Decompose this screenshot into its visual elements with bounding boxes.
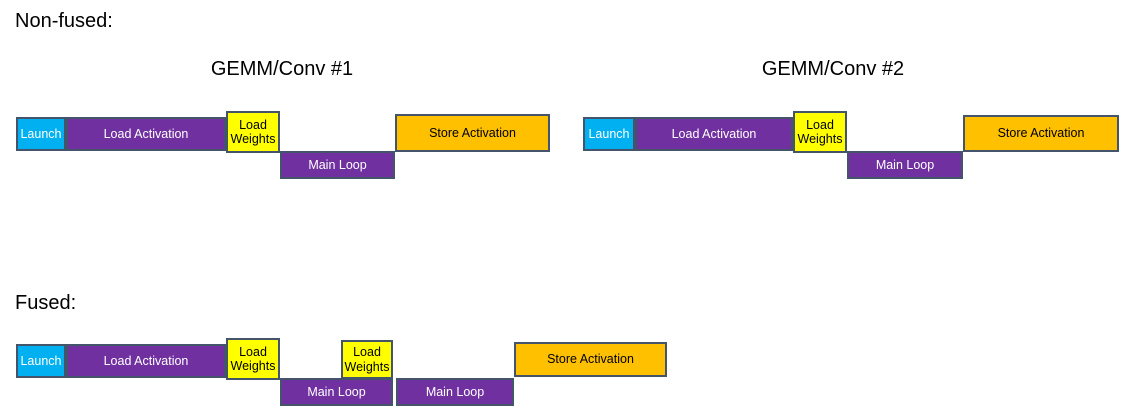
load-activation-block-2: Load Activation: [635, 117, 793, 151]
main-loop-block-1: Main Loop: [280, 151, 395, 179]
group-header-gemm-conv-2: GEMM/Conv #2: [761, 58, 905, 80]
fused-load-weights-block-2: Load Weights: [341, 340, 393, 379]
main-loop-block-2: Main Loop: [847, 151, 963, 179]
load-activation-block-1: Load Activation: [66, 117, 226, 151]
store-activation-block-1: Store Activation: [395, 114, 550, 152]
load-weights-block-2: Load Weights: [793, 111, 847, 153]
group-header-gemm-conv-1: GEMM/Conv #1: [210, 58, 354, 80]
store-activation-block-2: Store Activation: [963, 115, 1119, 152]
fused-main-loop-block-1: Main Loop: [280, 378, 393, 406]
launch-block-2: Launch: [583, 117, 635, 151]
fused-load-activation-block: Load Activation: [66, 344, 226, 378]
fused-main-loop-block-2: Main Loop: [396, 378, 514, 406]
section-label-fused: Fused:: [15, 292, 77, 314]
fused-load-weights-block-1: Load Weights: [226, 338, 280, 380]
load-weights-block-1: Load Weights: [226, 111, 280, 153]
section-label-non-fused: Non-fused:: [15, 10, 113, 32]
fused-store-activation-block: Store Activation: [514, 342, 667, 377]
launch-block-1: Launch: [16, 117, 66, 151]
fused-launch-block: Launch: [16, 344, 66, 378]
